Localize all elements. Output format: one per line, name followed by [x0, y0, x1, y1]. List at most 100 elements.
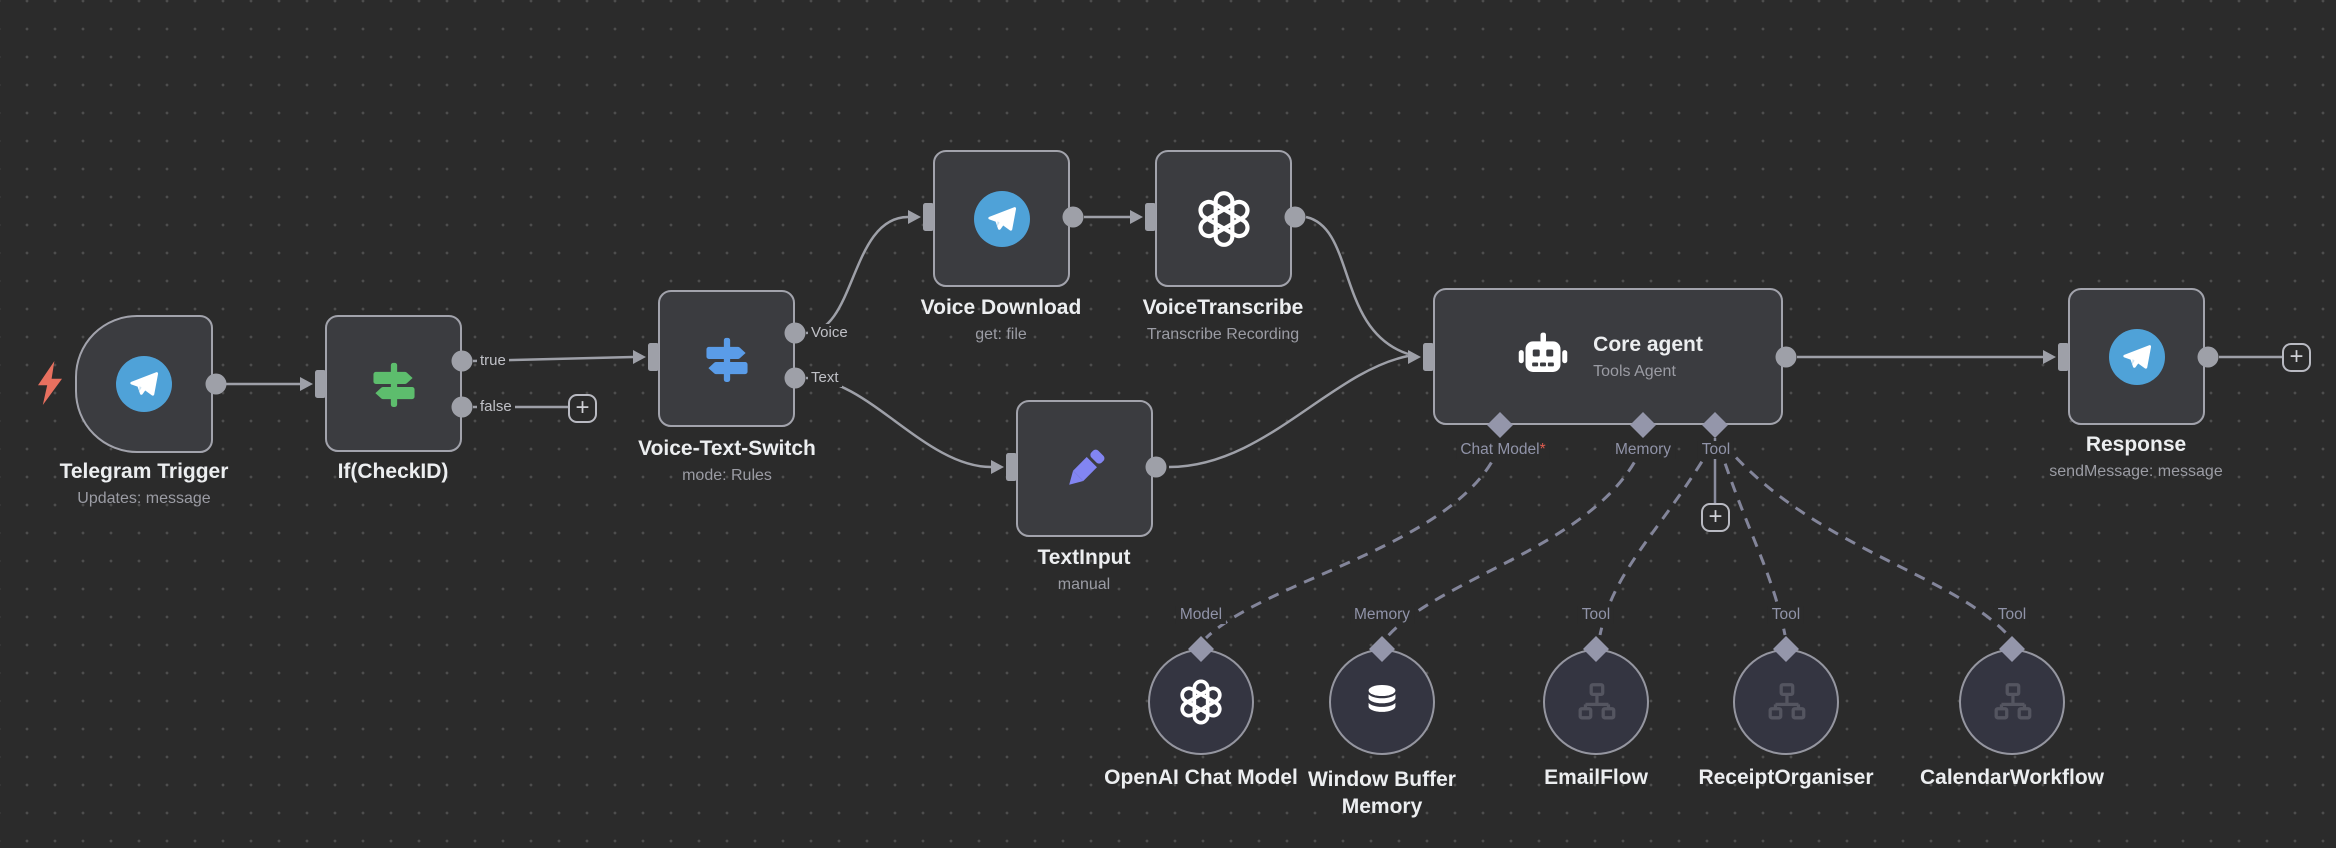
label-sub-memory: Memory: [1350, 606, 1414, 624]
switch-signpost-icon: [705, 337, 748, 382]
port-openai-model[interactable]: [1188, 636, 1214, 662]
telegram-badge: [116, 356, 172, 412]
node-subtitle-voice-transcribe: Transcribe Recording: [1146, 326, 1300, 343]
connection-agent-to-memory[interactable]: [1385, 444, 1645, 638]
port-agent-tool[interactable]: [1702, 412, 1728, 438]
node-subtitle-telegram-trigger: Updates: message: [77, 490, 211, 507]
node-title-if-checkid: If(CheckID): [337, 460, 449, 483]
node-subtitle-voice-download: get: file: [975, 326, 1027, 343]
node-title-voice-text-switch: Voice-Text-Switch: [638, 437, 816, 460]
port-response-output[interactable]: [2197, 346, 2219, 368]
telegram-icon: [987, 206, 1016, 231]
connection-textinput-to-agent[interactable]: [1168, 354, 1409, 469]
label-sub-tool-receipt: Tool: [1767, 606, 1805, 624]
node-title-voice-download: Voice Download: [920, 296, 1082, 319]
add-node-button-false[interactable]: +: [568, 394, 597, 423]
port-if-input[interactable]: [315, 370, 326, 398]
sub-node-title-window-buffer: Window Buffer Memory: [1308, 768, 1456, 819]
telegram-badge: [2108, 328, 2165, 385]
port-response-input[interactable]: [2058, 343, 2069, 371]
trigger-bolt-icon: [38, 361, 62, 405]
database-icon: [1368, 684, 1396, 712]
telegram-badge: [973, 190, 1030, 247]
port-download-output[interactable]: [1062, 206, 1084, 228]
node-voice-transcribe[interactable]: [1155, 150, 1292, 287]
port-transcribe-output[interactable]: [1284, 206, 1306, 228]
label-agent-tool: Tool: [1697, 441, 1735, 459]
port-calendar-tool[interactable]: [1999, 636, 2025, 662]
port-switch-voice-output[interactable]: [784, 322, 806, 344]
port-switch-text-output[interactable]: [784, 367, 806, 389]
label-agent-chat-model: Chat Model*: [1456, 441, 1550, 459]
sub-node-title-calendar: CalendarWorkflow: [1920, 766, 2104, 789]
connection-switch-text-to-textinput[interactable]: [805, 376, 992, 469]
connection-agent-tool-to-emailflow[interactable]: [1598, 444, 1714, 636]
port-if-true-output[interactable]: [451, 350, 473, 372]
port-trigger-output[interactable]: [205, 373, 227, 395]
workflow-icon: [1994, 683, 2032, 720]
openai-icon: [1197, 190, 1250, 247]
label-output-voice: Voice: [808, 324, 851, 342]
workflow-icon: [1768, 683, 1806, 720]
openai-icon: [1180, 679, 1222, 725]
port-textinput-input[interactable]: [1006, 453, 1017, 481]
port-agent-chat-model[interactable]: [1487, 412, 1513, 438]
sub-node-calendar-workflow[interactable]: [1959, 649, 2065, 755]
label-agent-memory: Memory: [1611, 441, 1675, 459]
port-transcribe-input[interactable]: [1145, 203, 1156, 231]
port-agent-memory[interactable]: [1630, 412, 1656, 438]
port-if-false-output[interactable]: [451, 396, 473, 418]
arrowhead: [633, 350, 646, 364]
connection-agent-to-chat-model[interactable]: [1204, 444, 1502, 640]
workflow-icon: [1578, 683, 1616, 720]
node-telegram-trigger[interactable]: [75, 315, 213, 453]
node-voice-download[interactable]: [933, 150, 1070, 287]
port-receipt-tool[interactable]: [1773, 636, 1799, 662]
sub-node-emailflow[interactable]: [1543, 649, 1649, 755]
arrowhead: [1130, 210, 1143, 224]
label-sub-tool-email: Tool: [1577, 606, 1615, 624]
connection-agent-tool-to-calendar[interactable]: [1721, 442, 2009, 636]
port-switch-input[interactable]: [648, 343, 659, 371]
robot-icon: [1518, 332, 1568, 372]
node-subtitle-response: sendMessage: message: [2049, 463, 2223, 480]
label-sub-model: Model: [1175, 606, 1227, 624]
label-sub-tool-calendar: Tool: [1993, 606, 2031, 624]
port-agent-output[interactable]: [1775, 346, 1797, 368]
label-output-text: Text: [808, 369, 842, 387]
port-textinput-output[interactable]: [1145, 456, 1167, 478]
sub-node-title-openai: OpenAI Chat Model: [1104, 766, 1298, 789]
label-agent-chat-model-text: Chat Model: [1460, 441, 1540, 458]
sub-node-window-buffer-memory[interactable]: [1329, 649, 1435, 755]
connection-transcribe-to-agent[interactable]: [1305, 215, 1409, 356]
node-title-telegram-trigger: Telegram Trigger: [59, 460, 229, 483]
sub-node-openai-chat-model[interactable]: [1148, 649, 1254, 755]
label-output-false: false: [477, 398, 515, 416]
port-agent-input[interactable]: [1423, 343, 1434, 371]
pencil-icon: [1068, 449, 1104, 485]
port-emailflow-tool[interactable]: [1583, 636, 1609, 662]
required-asterisk: *: [1539, 441, 1546, 458]
node-response[interactable]: [2068, 288, 2205, 425]
core-agent-subtitle: Tools Agent: [1593, 362, 1676, 380]
telegram-icon: [2122, 344, 2151, 369]
if-signpost-icon: [372, 362, 415, 407]
node-subtitle-text-input: manual: [1057, 576, 1111, 593]
port-download-input[interactable]: [923, 203, 934, 231]
sub-node-receipt-organiser[interactable]: [1733, 649, 1839, 755]
add-tool-button[interactable]: +: [1701, 503, 1730, 532]
node-title-voice-transcribe: VoiceTranscribe: [1142, 296, 1304, 319]
telegram-icon: [130, 372, 159, 396]
arrowhead: [991, 460, 1004, 474]
arrowhead: [300, 377, 313, 391]
node-core-agent[interactable]: Core agent Tools Agent: [1433, 288, 1783, 425]
arrowhead: [908, 210, 921, 224]
connection-switch-voice-to-download[interactable]: [805, 215, 909, 335]
port-memory-top[interactable]: [1369, 636, 1395, 662]
sub-node-title-emailflow: EmailFlow: [1544, 766, 1648, 789]
node-title-text-input: TextInput: [1037, 546, 1131, 569]
core-agent-title: Core agent: [1593, 333, 1703, 357]
add-node-button-response[interactable]: +: [2282, 343, 2311, 372]
